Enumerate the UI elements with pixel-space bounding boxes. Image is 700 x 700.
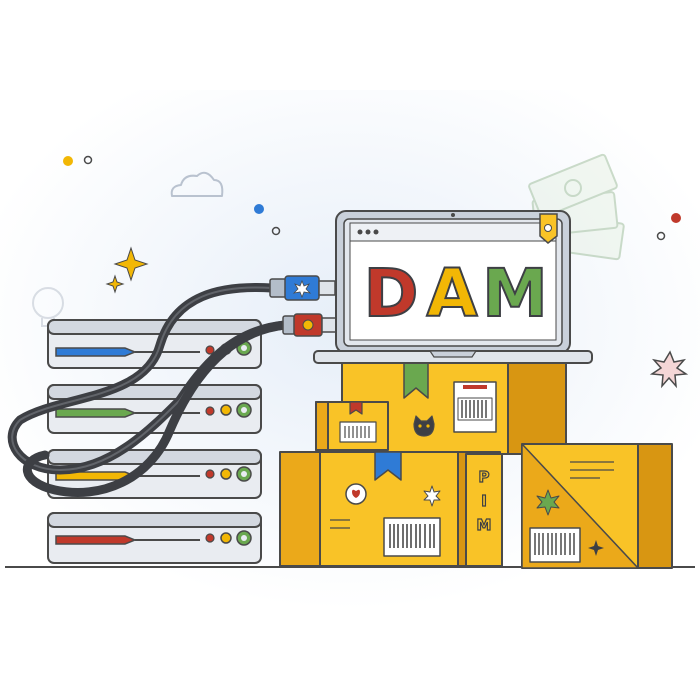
star-burst-icon [649,350,689,389]
box-small [315,401,389,451]
barcode-icon [339,421,377,443]
cat-sticker-icon [413,415,435,437]
dam-letter-m: M [482,255,548,332]
pim-label: P I M [476,467,492,534]
box-pim-side [465,453,503,567]
dam-screen-text: D A M [363,254,549,333]
decorative-dots [63,155,681,241]
heart-sticker-icon [345,483,367,505]
usb-plug-red [282,313,337,337]
laptop: D A M [313,210,593,364]
gear-sticker-icon [423,485,441,507]
dam-letter-d: D [364,255,419,332]
server-unit-4 [47,512,262,564]
barcode-icon [383,517,441,557]
server-unit-1 [47,319,262,369]
sparkle-icon [105,246,149,294]
bookmark-ribbon-icon [349,401,363,415]
box-right [521,443,673,569]
cardboard-boxes [279,361,673,569]
pim-letter-i: I [481,492,487,510]
price-tag-icon [539,213,558,244]
barcode-icon [453,381,497,433]
cables [7,283,290,497]
usb-plug-blue [269,275,336,301]
usb-symbol-icon [292,279,312,299]
dam-letter-a: A [426,255,477,332]
pim-letter-p: P [479,468,490,486]
barcode-icon [529,527,581,563]
pim-letter-m: M [477,516,492,534]
bookmark-ribbon-icon [374,451,402,481]
gear-icon [302,319,314,331]
sparkle-icon [588,540,604,556]
cloud-icon [170,171,224,197]
gear-sticker-icon [536,489,560,516]
